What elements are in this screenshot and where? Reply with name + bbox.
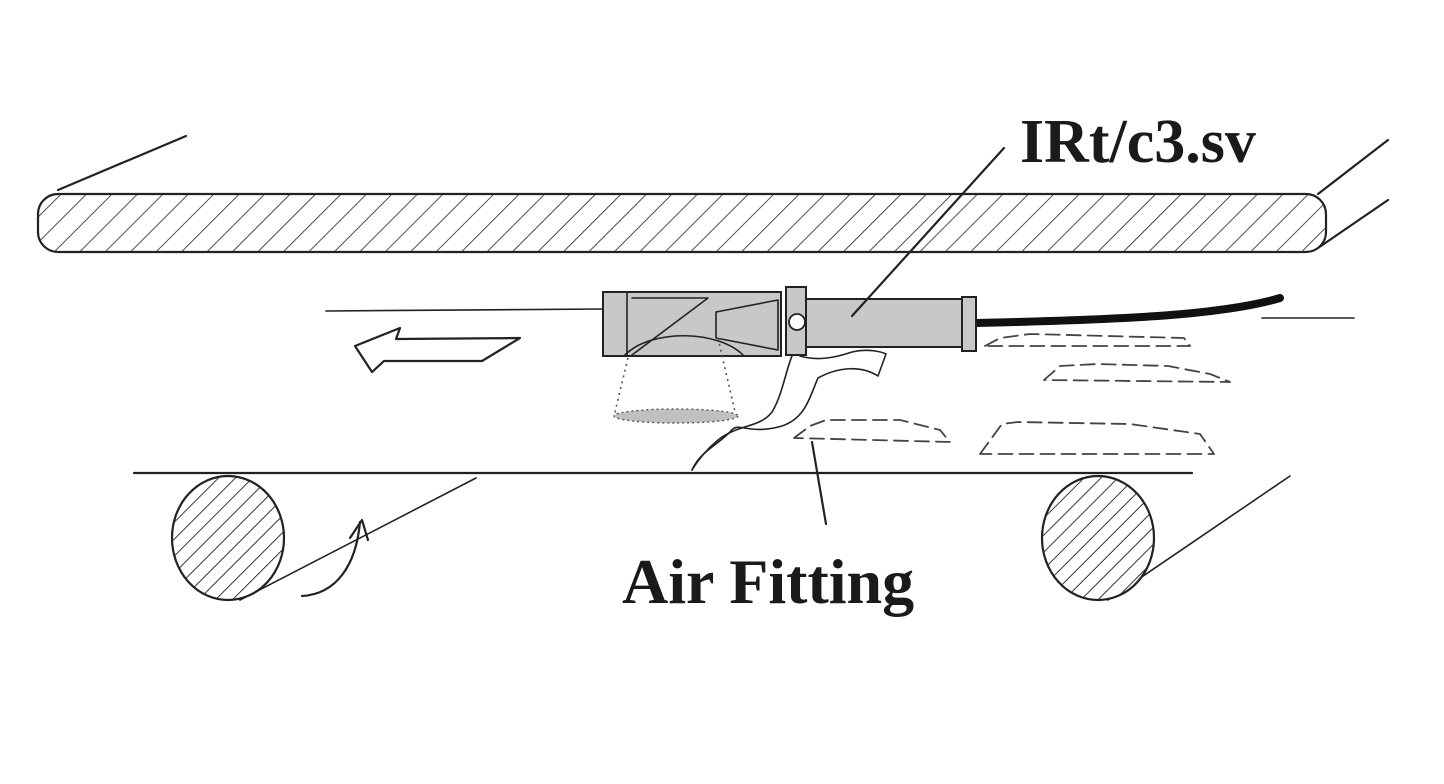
right-roller: [1040, 474, 1156, 602]
top-plate-perspective-right-top: [1316, 138, 1390, 196]
sensor-cable: [971, 294, 1284, 327]
measurement-spot: [613, 408, 739, 424]
web-line-left: [325, 308, 605, 312]
top-plate-perspective-right-bottom: [1316, 198, 1390, 250]
top-plate: [36, 134, 1390, 254]
air-fitting-port-icon: [788, 313, 806, 331]
air-hose-outline: [691, 349, 887, 471]
rotation-arrow-head: [348, 518, 370, 542]
top-plate-hatched-body: [36, 192, 1328, 254]
dashed-part-3: [793, 419, 951, 443]
sensor-body: [805, 298, 963, 348]
sensor-mirror-line: [631, 297, 709, 356]
dashed-part-2: [1043, 363, 1231, 383]
left-roller: [170, 474, 286, 602]
rotation-arrow-icon: [300, 520, 362, 598]
fitting-leader-line: [810, 440, 828, 526]
sensor-end-cap: [961, 296, 977, 352]
air-hose-inner: [691, 355, 793, 471]
sensor-leader-line: [850, 146, 1006, 318]
sensor-shroud: [602, 291, 782, 357]
dashed-part-4: [979, 421, 1215, 455]
dashed-parts: [793, 333, 1231, 455]
dashed-part-1: [984, 333, 1191, 347]
sensor-label: IRt/c3.sv: [1020, 108, 1256, 176]
fitting-label: Air Fitting: [622, 546, 914, 617]
top-plate-perspective-left: [56, 134, 188, 192]
sensor-lens-dome: [623, 334, 745, 357]
sensor-cone: [715, 299, 779, 351]
direction-arrow-icon: [353, 326, 522, 374]
field-of-view: [613, 337, 739, 424]
sensor-assembly: [602, 286, 977, 357]
